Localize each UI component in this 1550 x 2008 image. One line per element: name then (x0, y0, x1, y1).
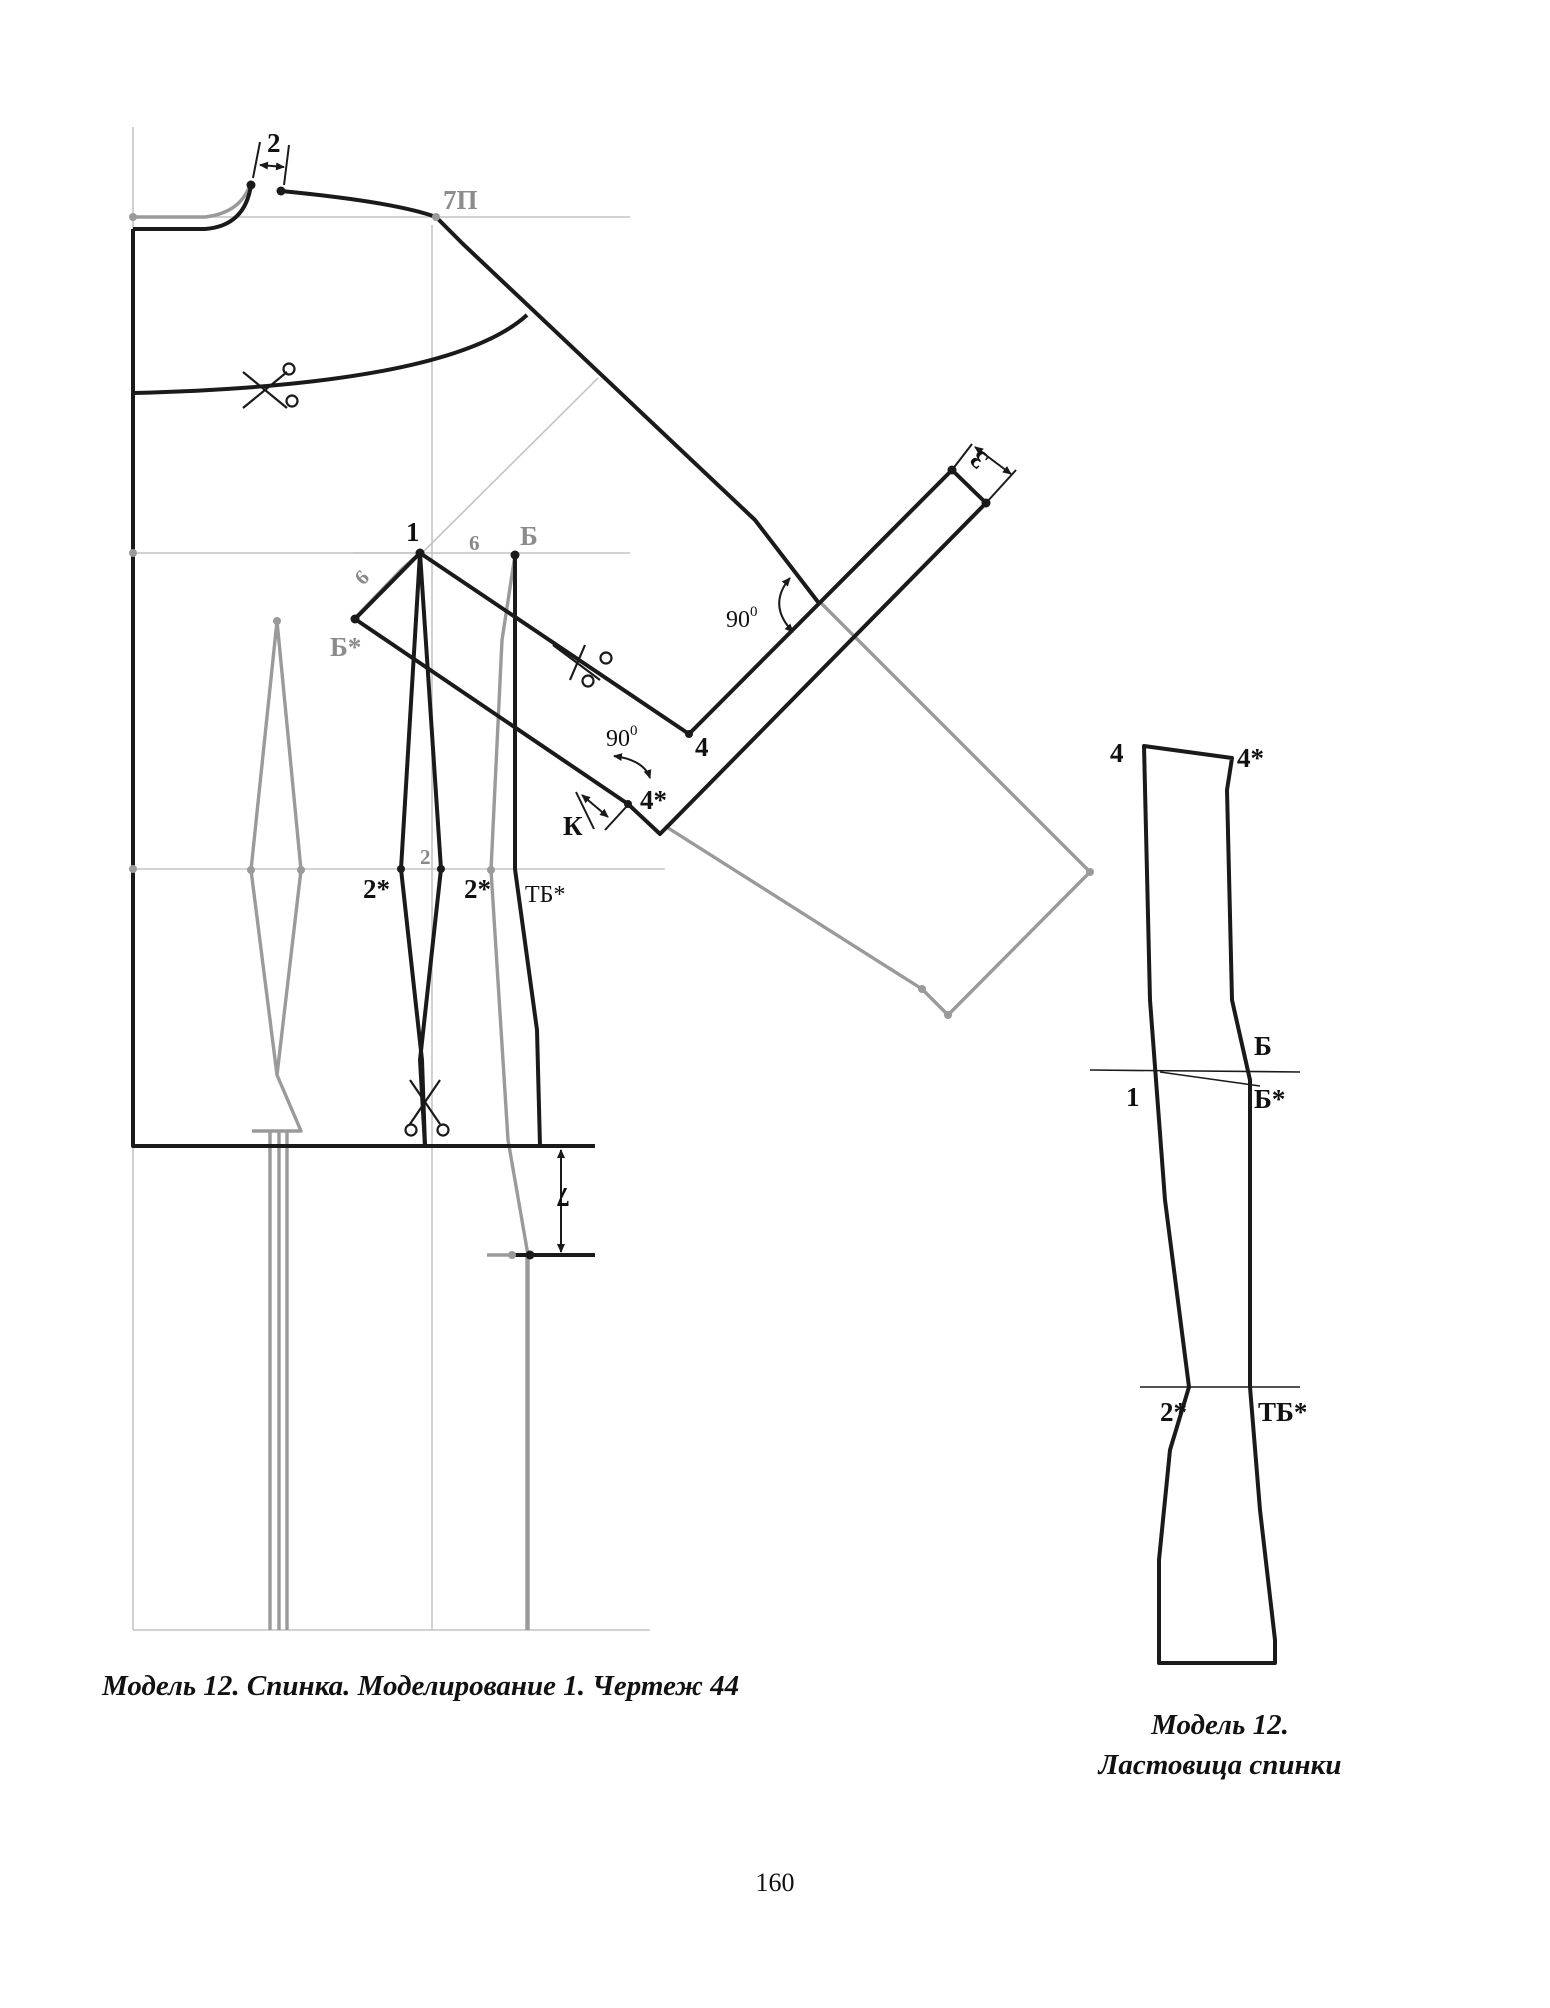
back-pattern-outline (131, 184, 988, 1257)
point-b-label: Б (520, 521, 538, 551)
construction-lines (133, 184, 1092, 1630)
page-number: 160 (755, 1868, 795, 1897)
dim-2-top-label: 2 (267, 128, 281, 158)
gusset-outline (1142, 744, 1277, 1665)
dim-7-label: 7 (557, 1182, 571, 1212)
gusset-caption: Модель 12. Ластовица спинки (1010, 1705, 1430, 1785)
angle-lower-label: 900 (606, 723, 638, 752)
gusset-point-b-label: Б (1254, 1031, 1272, 1061)
gusset-point-1-label: 1 (1126, 1082, 1140, 1112)
point-2-star-left-label: 2* (363, 874, 390, 904)
dim-6-left-label: 6 (350, 565, 374, 589)
construction-points-gray (129, 213, 1094, 1259)
angle-upper-label: 900 (726, 604, 758, 633)
point-4-label: 4 (695, 732, 709, 762)
point-2-star-right-label: 2* (464, 874, 491, 904)
point-tb-star-label: ТБ* (525, 882, 565, 908)
scissors-icon (242, 362, 299, 409)
gusset-point-4-star-label: 4* (1237, 743, 1264, 773)
main-drawing-caption: Модель 12. Спинка. Моделирование 1. Черт… (102, 1670, 740, 1702)
gusset-caption-line-2: Ластовица спинки (1098, 1749, 1342, 1781)
gusset-point-tb-star-label: ТБ* (1258, 1397, 1307, 1427)
dimension-lines (252, 141, 1017, 1253)
scissors-icon (552, 644, 613, 688)
scissors-icon (404, 1079, 450, 1137)
gusset-point-b-star-label: Б* (1254, 1084, 1285, 1114)
point-7p-label: 7П (443, 185, 478, 215)
point-k-label: К (563, 811, 583, 841)
dim-6-right-label: 6 (469, 531, 480, 555)
dim-2-mid-label: 2 (420, 845, 431, 869)
point-1-label: 1 (406, 517, 420, 547)
gusset-caption-line-1: Модель 12. (1151, 1709, 1289, 1741)
point-b-star-label: Б* (330, 632, 361, 662)
point-4-star-label: 4* (640, 785, 667, 815)
gusset-point-4-label: 4 (1110, 738, 1124, 768)
construction-points (246, 180, 991, 1260)
gusset-guides (1089, 1069, 1301, 1388)
gusset-point-2-star-label: 2* (1160, 1397, 1187, 1427)
grid-lines (132, 127, 665, 1631)
